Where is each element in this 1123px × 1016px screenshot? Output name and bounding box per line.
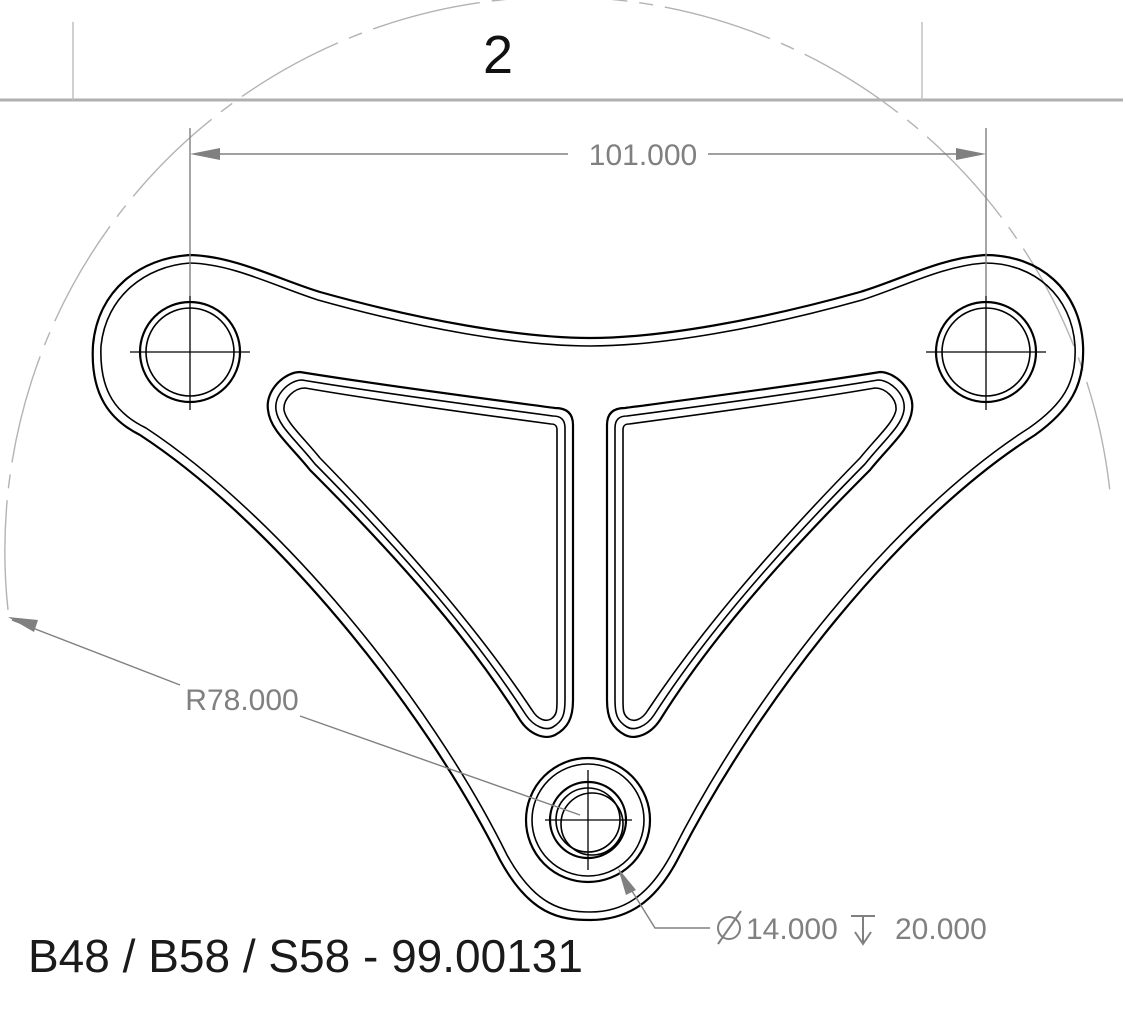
construction-arc (4, 0, 1111, 611)
bracket-outline (91, 253, 1085, 922)
callout-depth: 20.000 (895, 913, 987, 946)
dimension-arrow-left (190, 148, 220, 160)
hole-callout: 14.000 20.000 (618, 868, 987, 946)
callout-arrow (618, 868, 636, 895)
hole-spacing-value: 101.000 (589, 139, 697, 172)
dimension-hole-spacing: 101.000 (189, 128, 987, 296)
part-number: B48 / B58 / S58 - 99.00131 (28, 930, 583, 982)
zone-number: 2 (483, 25, 513, 85)
radius-value: R78.000 (185, 684, 298, 717)
dimension-radius: R78.000 (8, 617, 581, 816)
depth-symbol-icon (851, 915, 875, 946)
bottom-hole (524, 756, 652, 884)
zone-header: 2 (0, 22, 1123, 102)
diameter-symbol-icon (717, 910, 742, 945)
left-hole (130, 296, 250, 410)
left-pocket (266, 370, 575, 738)
radius-arrow (8, 617, 38, 632)
right-pocket (605, 370, 914, 738)
right-hole (926, 296, 1046, 410)
dimension-arrow-right (956, 148, 986, 160)
callout-diameter: 14.000 (746, 913, 838, 946)
